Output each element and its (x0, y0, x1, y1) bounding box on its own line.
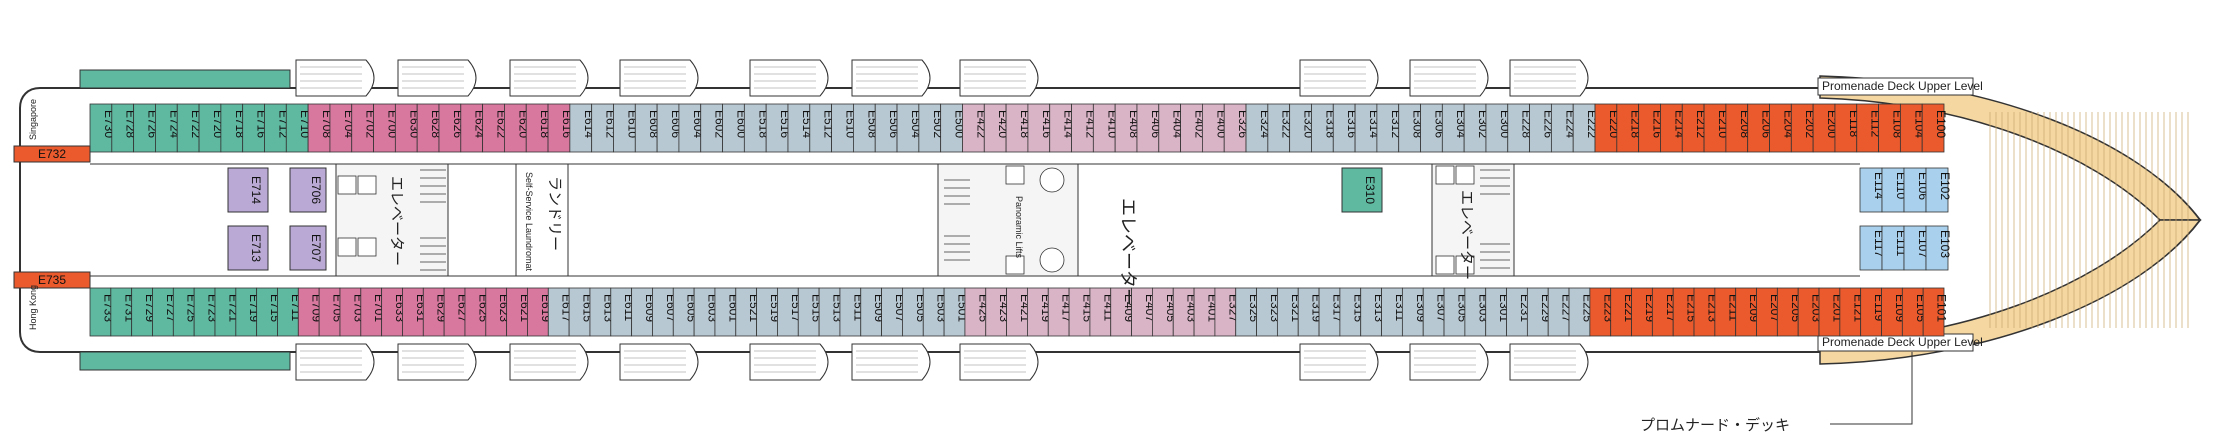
lifeboat-bottom-9 (1409, 343, 1489, 381)
elevator-label-fore: エレベーター (1458, 190, 1476, 280)
cabin-e714-label: E714 (249, 176, 263, 204)
lifeboat-top-7 (959, 59, 1039, 97)
cabin-e706[interactable] (289, 167, 327, 213)
cabin-e713-label: E713 (249, 234, 263, 262)
lifeboat-bottom-3 (509, 343, 589, 381)
singapore-label: Singapore (28, 99, 38, 140)
lifeboat-bottom-5 (749, 343, 829, 381)
cabin-e707[interactable] (289, 225, 327, 271)
elevator-label-mid: エレベーター (1117, 198, 1138, 306)
laundromat-label: Self-Service Laundromat (524, 172, 534, 272)
cabin-e706-label: E706 (309, 176, 323, 204)
lifeboat-bottom-8 (1299, 343, 1379, 381)
lifeboat-top-3 (509, 59, 589, 97)
lifeboat-top-6 (851, 59, 931, 97)
lifeboat-top-5 (749, 59, 829, 97)
promenade-callout-label: プロムナード・デッキ (1640, 416, 1790, 434)
lifeboat-top-10 (1509, 59, 1589, 97)
elevator-block-mid (937, 163, 1079, 277)
cabin-e732[interactable] (13, 145, 91, 163)
cabin-e735[interactable] (13, 271, 91, 289)
cabin-e310-label: E310 (1363, 176, 1377, 204)
cabin-e103-label: E103 (1938, 230, 1952, 258)
cabin-e732-label: E732 (38, 147, 66, 161)
cabin-e707-label: E707 (309, 234, 323, 262)
lifeboat-top-2 (397, 59, 477, 97)
cabin-e102-label: E102 (1938, 172, 1952, 200)
cabin-e100-label: E100 (1934, 110, 1948, 138)
cabin-e102[interactable] (1925, 167, 1949, 213)
cabin-e101-label: E101 (1935, 294, 1949, 322)
lifeboat-bottom-4 (619, 343, 699, 381)
aft-block-top (79, 69, 291, 89)
panoramic-lifts-label: Panoramic Lifts (1014, 196, 1024, 259)
cabin-e713[interactable] (227, 225, 269, 271)
cabin-e100[interactable] (1921, 103, 1945, 153)
promenade-callout-line (1830, 352, 1913, 425)
lifeboats (295, 59, 1589, 381)
deck-planking (1989, 112, 2189, 328)
cabin-e103[interactable] (1925, 225, 1949, 271)
laundry-room (515, 163, 569, 277)
lifeboat-bottom-10 (1509, 343, 1589, 381)
cabin-e101[interactable] (1922, 287, 1945, 337)
cabin-e714[interactable] (227, 167, 269, 213)
lifeboat-top-8 (1299, 59, 1379, 97)
lifeboat-bottom-1 (295, 343, 375, 381)
lifeboat-bottom-2 (397, 343, 477, 381)
elevator-block-aft (335, 163, 449, 277)
promenade-label-top-box (1817, 77, 1974, 96)
lifeboat-bottom-7 (959, 343, 1039, 381)
cabin-e310[interactable] (1341, 167, 1383, 213)
promenade-label-bottom: Promenade Deck Upper Level (1822, 335, 1983, 349)
laundry-label: ランドリー (546, 176, 564, 251)
cabin-e735-label: E735 (38, 273, 66, 287)
hong-kong-label: Hong Kong (28, 285, 38, 330)
lifeboat-top-4 (619, 59, 699, 97)
lifeboat-top-1 (295, 59, 375, 97)
lifeboat-top-9 (1409, 59, 1489, 97)
elevator-label-aft: エレベーター (388, 176, 406, 266)
aft-block-bottom (79, 351, 291, 371)
elevator-block-fore (1431, 163, 1515, 277)
lifeboat-bottom-6 (851, 343, 931, 381)
promenade-label-top: Promenade Deck Upper Level (1822, 79, 1983, 93)
